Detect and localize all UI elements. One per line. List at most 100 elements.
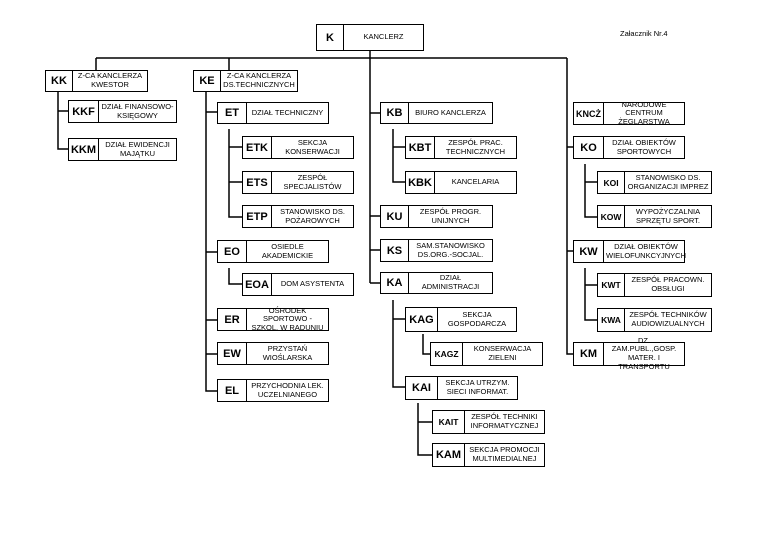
unit-label: PRZYCHODNIA LEK. UCZELNIANEGO	[251, 380, 324, 399]
unit-code: KA	[381, 273, 409, 293]
unit-KB: KB BIURO KANCLERZA	[380, 102, 493, 124]
unit-KAIT: KAIT ZESPÓŁ TECHNIKI INFORMATYCZNEJ	[432, 410, 545, 434]
unit-KA: KA DZIAŁ ADMINISTRACJI	[380, 272, 493, 294]
unit-ET: ET DZIAŁ TECHNICZNY	[217, 102, 329, 124]
unit-label: SAM.STANOWISKO DS.ORG.-SOCJAL.	[416, 240, 485, 259]
unit-ETS: ETS ZESPÓŁ SPECJALISTÓW	[242, 171, 354, 194]
unit-code: KWT	[598, 274, 625, 296]
unit-KNCZ: KNCŻ NARODOWE CENTRUM ŻEGLARSTWA	[573, 99, 685, 126]
unit-label: ZESPÓŁ TECHNIKÓW AUDIOWIZUALNYCH	[629, 310, 707, 328]
unit-code: ETK	[243, 137, 272, 158]
unit-code: EOA	[243, 274, 272, 295]
unit-label: ZESPÓŁ PRACOWN. OBSŁUGI	[631, 275, 705, 293]
unit-code: KM	[574, 343, 604, 365]
unit-code: KAG	[406, 308, 438, 331]
unit-code: KOW	[598, 206, 625, 227]
unit-code: KS	[381, 240, 409, 261]
unit-code: KAGZ	[431, 343, 463, 365]
unit-code: ER	[218, 309, 247, 330]
unit-label: PRZYSTAŃ WIOŚLARSKA	[262, 343, 313, 362]
unit-code: KU	[381, 206, 409, 227]
unit-code: KKF	[69, 101, 99, 122]
unit-ETK: ETK SEKCJA KONSERWACJI	[242, 136, 354, 159]
unit-label: BIURO KANCLERZA	[415, 107, 486, 117]
unit-code: KKM	[69, 139, 99, 160]
unit-label: DZIAŁ TECHNICZNY	[251, 107, 324, 117]
unit-label: DZ. ZAM.PUBL.,GOSP. MATER. I TRANSPORTU	[611, 335, 677, 371]
unit-EOA: EOA DOM ASYSTENTA	[242, 273, 354, 296]
unit-code: KAI	[406, 377, 438, 399]
unit-label: DZIAŁ FINANSOWO- KSIĘGOWY	[101, 101, 174, 120]
unit-label: ZESPÓŁ TECHNIKI INFORMATYCZNEJ	[470, 412, 539, 430]
unit-EW: EW PRZYSTAŃ WIOŚLARSKA	[217, 342, 329, 365]
unit-code: ET	[218, 103, 247, 123]
unit-KBT: KBT ZESPÓŁ PRAC. TECHNICZNYCH	[405, 136, 517, 159]
unit-KWT: KWT ZESPÓŁ PRACOWN. OBSŁUGI	[597, 273, 712, 297]
unit-KO: KO DZIAŁ OBIEKTÓW SPORTOWYCH	[573, 136, 685, 159]
unit-code: KW	[574, 241, 604, 262]
unit-label: STANOWISKO DS. ORGANIZACJI IMPREZ	[627, 172, 709, 191]
unit-label: ZESPÓŁ PROGR. UNIJNYCH	[419, 206, 482, 225]
unit-label: SEKCJA PROMOCJI MULTIMEDIALNEJ	[469, 445, 540, 463]
unit-label: ZESPÓŁ SPECJALISTÓW	[283, 172, 342, 191]
unit-code: KK	[46, 71, 73, 91]
unit-code: KB	[381, 103, 409, 123]
unit-label: SEKCJA GOSPODARCZA	[447, 309, 507, 328]
unit-label: KONSERWACJA ZIELENI	[473, 344, 532, 362]
unit-KM: KM DZ. ZAM.PUBL.,GOSP. MATER. I TRANSPORT…	[573, 335, 685, 371]
unit-KS: KS SAM.STANOWISKO DS.ORG.-SOCJAL.	[380, 239, 493, 262]
unit-label: KANCELARIA	[451, 177, 500, 187]
unit-code: KBT	[406, 137, 435, 158]
unit-label: DZIAŁ EWIDENCJI MAJĄTKU	[105, 139, 170, 158]
unit-KOW: KOW WYPOŻYCZALNIA SPRZĘTU SPORT.	[597, 205, 712, 228]
unit-label: NARODOWE CENTRUM ŻEGLARSTWA	[618, 99, 670, 126]
unit-code: EW	[218, 343, 247, 364]
unit-code: KO	[574, 137, 604, 158]
unit-code: EL	[218, 380, 247, 401]
unit-label: DZIAŁ OBIEKTÓW SPORTOWYCH	[612, 137, 676, 156]
attachment-note: Załacznik Nr.4	[620, 29, 668, 38]
unit-label: Z-CA KANCLERZA DS.TECHNICZNYCH	[223, 71, 295, 89]
unit-label: WYPOŻYCZALNIA SPRZĘTU SPORT.	[635, 206, 701, 225]
unit-label: DZIAŁ ADMINISTRACJI	[421, 273, 480, 291]
unit-label: DOM ASYSTENTA	[280, 279, 345, 289]
unit-code: KAIT	[433, 411, 465, 433]
unit-label: ZESPÓŁ PRAC. TECHNICZNYCH	[445, 137, 506, 156]
unit-code: K	[317, 25, 344, 50]
unit-code: ETP	[243, 206, 272, 227]
unit-KU: KU ZESPÓŁ PROGR. UNIJNYCH	[380, 205, 493, 228]
unit-code: KBK	[406, 172, 435, 193]
unit-code: KE	[194, 71, 221, 91]
unit-code: ETS	[243, 172, 272, 193]
unit-code: KWA	[598, 309, 625, 331]
unit-KAG: KAG SEKCJA GOSPODARCZA	[405, 307, 517, 332]
unit-K: K KANCLERZ	[316, 24, 424, 51]
unit-code: EO	[218, 241, 247, 262]
unit-code: KAM	[433, 444, 465, 466]
unit-KKM: KKM DZIAŁ EWIDENCJI MAJĄTKU	[68, 138, 177, 161]
unit-label: OŚRODEK SPORTOWO - SZKOL. W RADUNIU	[251, 305, 324, 332]
unit-label: OSIEDLE AKADEMICKIE	[261, 241, 314, 260]
unit-label: DZIAŁ OBIEKTÓW WIELOFUNKCYJNYCH	[606, 241, 687, 260]
unit-KAGZ: KAGZ KONSERWACJA ZIELENI	[430, 342, 543, 366]
unit-KBK: KBK KANCELARIA	[405, 171, 517, 194]
unit-label: SEKCJA KONSERWACJI	[285, 137, 340, 156]
unit-KAI: KAI SEKCJA UTRZYM. SIECI INFORMAT.	[405, 376, 518, 400]
unit-code: KOI	[598, 172, 625, 193]
unit-code: KNCŻ	[574, 103, 604, 124]
unit-EO: EO OSIEDLE AKADEMICKIE	[217, 240, 329, 263]
unit-label: KANCLERZ	[363, 32, 404, 42]
unit-label: Z-CA KANCLERZA KWESTOR	[77, 71, 143, 89]
unit-label: SEKCJA UTRZYM. SIECI INFORMAT.	[445, 378, 510, 396]
